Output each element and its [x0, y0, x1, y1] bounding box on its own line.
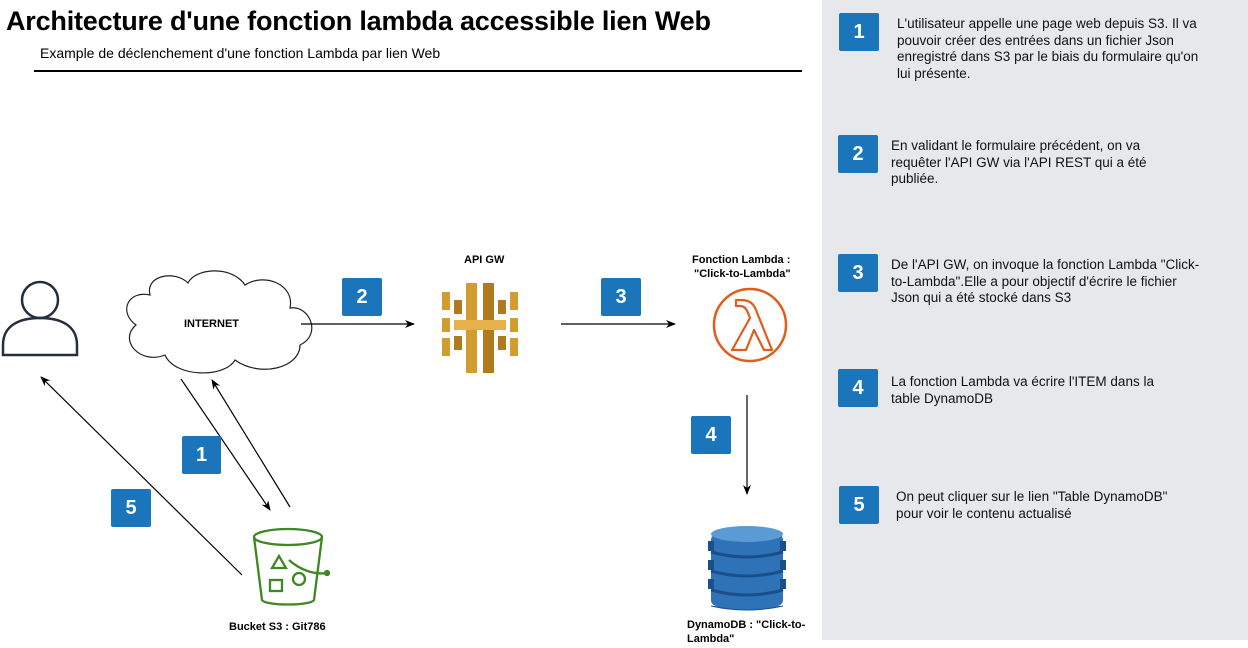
dynamodb-label-line1: DynamoDB : "Click-to-	[687, 619, 806, 631]
legend-step-4-text: La fonction Lambda va écrire l'ITEM dans…	[891, 374, 1154, 406]
api-gateway-icon	[442, 283, 518, 373]
legend-badge-3: 3	[838, 254, 878, 292]
internet-label: INTERNET	[184, 318, 239, 330]
legend-badge-4: 4	[838, 369, 878, 407]
page-subtitle: Example de déclenchement d'une fonction …	[40, 45, 441, 61]
legend-badge-5: 5	[839, 486, 879, 524]
legend-step-5-text: On peut cliquer sur le lien "Table Dynam…	[896, 489, 1168, 521]
diagram-badge-1: 1	[182, 436, 221, 474]
user-icon	[1, 280, 79, 357]
legend-panel	[822, 0, 1248, 640]
diagram-badge-4: 4	[691, 416, 731, 454]
diagram-badge-3: 3	[601, 278, 641, 316]
arrow-s3-to-user	[40, 376, 243, 576]
page-title: Architecture d'une fonction lambda acces…	[6, 6, 711, 36]
lambda-label-line1: Fonction Lambda :	[692, 254, 791, 266]
legend-step-2-text: En validant le formulaire précédent, on …	[891, 138, 1147, 186]
lambda-icon	[712, 287, 788, 363]
arrow-s3-to-internet	[211, 379, 291, 508]
legend-step-1-text: L'utilisateur appelle une page web depui…	[897, 16, 1199, 81]
legend-step-3-text: De l'API GW, on invoque la fonction Lamb…	[891, 257, 1200, 305]
arrow-internet-to-s3	[180, 378, 271, 511]
dynamodb-label-line2: Lambda"	[687, 633, 735, 645]
legend-badge-1: 1	[839, 13, 879, 51]
s3-bucket-icon	[252, 527, 331, 606]
api-gw-label: API GW	[464, 254, 505, 266]
dynamodb-icon	[708, 526, 786, 611]
diagram-badge-2: 2	[342, 278, 382, 316]
s3-label: Bucket S3 : Git786	[229, 621, 326, 633]
title-divider	[34, 70, 802, 72]
lambda-label-line2: "Click-to-Lambda"	[694, 268, 791, 280]
diagram-badge-5: 5	[111, 489, 151, 527]
architecture-diagram	[1, 270, 788, 611]
cloud-icon	[126, 270, 313, 374]
legend-badge-2: 2	[838, 135, 878, 173]
